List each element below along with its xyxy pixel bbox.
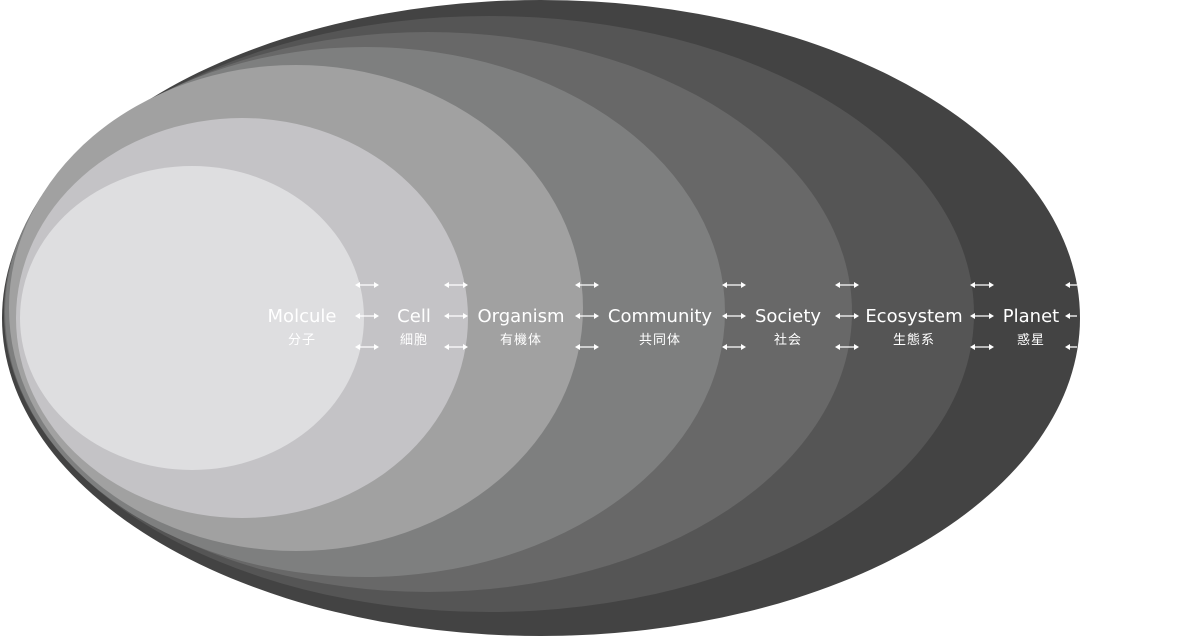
label-society-ja: 社会 <box>774 332 802 348</box>
label-ecosystem-en: Ecosystem <box>865 306 962 327</box>
nested-ellipses <box>2 0 1080 636</box>
double-arrow-icon <box>835 282 859 288</box>
double-arrow-icon <box>575 282 599 288</box>
label-ecosystem-ja: 生態系 <box>893 332 935 348</box>
label-organism-en: Organism <box>477 306 564 327</box>
double-arrow-icon <box>355 313 379 319</box>
double-arrow-icon <box>970 344 994 350</box>
double-arrow-icon <box>722 313 746 319</box>
label-organism-ja: 有機体 <box>500 333 542 348</box>
label-planet-en: Planet <box>1003 306 1059 327</box>
double-arrow-icon <box>1065 344 1077 350</box>
double-arrow-icon <box>444 313 468 319</box>
double-arrow-icon <box>835 313 859 319</box>
double-arrow-icon <box>970 313 994 319</box>
double-arrow-icon <box>722 344 746 350</box>
label-community-en: Community <box>608 306 713 327</box>
double-arrow-icon <box>355 282 379 288</box>
label-molecule-en: Molcule <box>268 306 337 327</box>
label-cell-ja: 細胞 <box>400 333 428 348</box>
level-labels: Molcule 分子 Cell 細胞 Organism 有機体 Communit… <box>268 306 1060 348</box>
double-arrow-icon <box>722 282 746 288</box>
double-arrow-icon <box>1065 282 1077 288</box>
label-planet-ja: 惑星 <box>1017 332 1045 348</box>
double-arrow-icon <box>970 282 994 288</box>
label-community-ja: 共同体 <box>639 333 681 348</box>
ellipse-molecule <box>20 166 364 470</box>
label-molecule-ja: 分子 <box>288 333 316 348</box>
double-arrow-icon <box>444 282 468 288</box>
double-arrow-icon <box>575 313 599 319</box>
label-cell-en: Cell <box>397 306 431 327</box>
connector-arrows <box>355 282 1077 350</box>
double-arrow-icon <box>355 344 379 350</box>
double-arrow-icon <box>835 344 859 350</box>
double-arrow-icon <box>575 344 599 350</box>
label-society-en: Society <box>755 306 821 327</box>
double-arrow-icon <box>1065 313 1077 319</box>
double-arrow-icon <box>444 344 468 350</box>
